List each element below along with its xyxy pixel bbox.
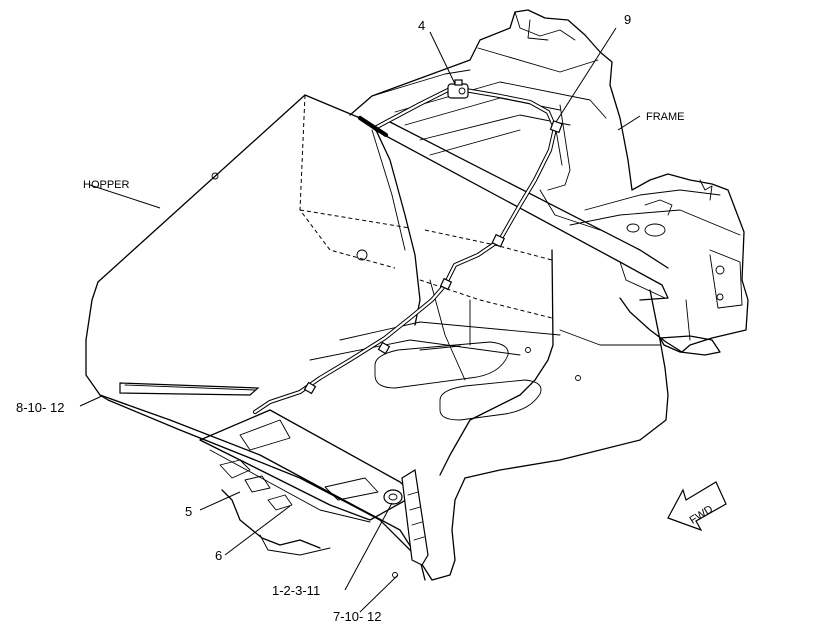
frame-structure bbox=[349, 9, 749, 356]
callouts: 4 9 HOPPER FRAME 8-10- 12 5 6 1-2-3-11 7… bbox=[16, 12, 685, 624]
hopper-label: HOPPER bbox=[83, 179, 130, 191]
hopper-body bbox=[85, 94, 669, 581]
callout-8-10-12: 8-10- 12 bbox=[16, 400, 64, 415]
callout-1-2-3-11: 1-2-3-11 bbox=[272, 583, 320, 598]
callout-7-10-12: 7-10- 12 bbox=[333, 609, 381, 624]
frame-label: FRAME bbox=[646, 111, 685, 123]
hose-assembly bbox=[252, 79, 563, 415]
callout-4: 4 bbox=[418, 18, 425, 33]
hopper-lower-plate bbox=[119, 382, 429, 578]
forward-arrow-icon: FWD bbox=[667, 481, 727, 532]
callout-5: 5 bbox=[185, 504, 192, 519]
callout-6: 6 bbox=[215, 548, 222, 563]
callout-9: 9 bbox=[624, 12, 631, 27]
leader-lines bbox=[79, 27, 641, 613]
